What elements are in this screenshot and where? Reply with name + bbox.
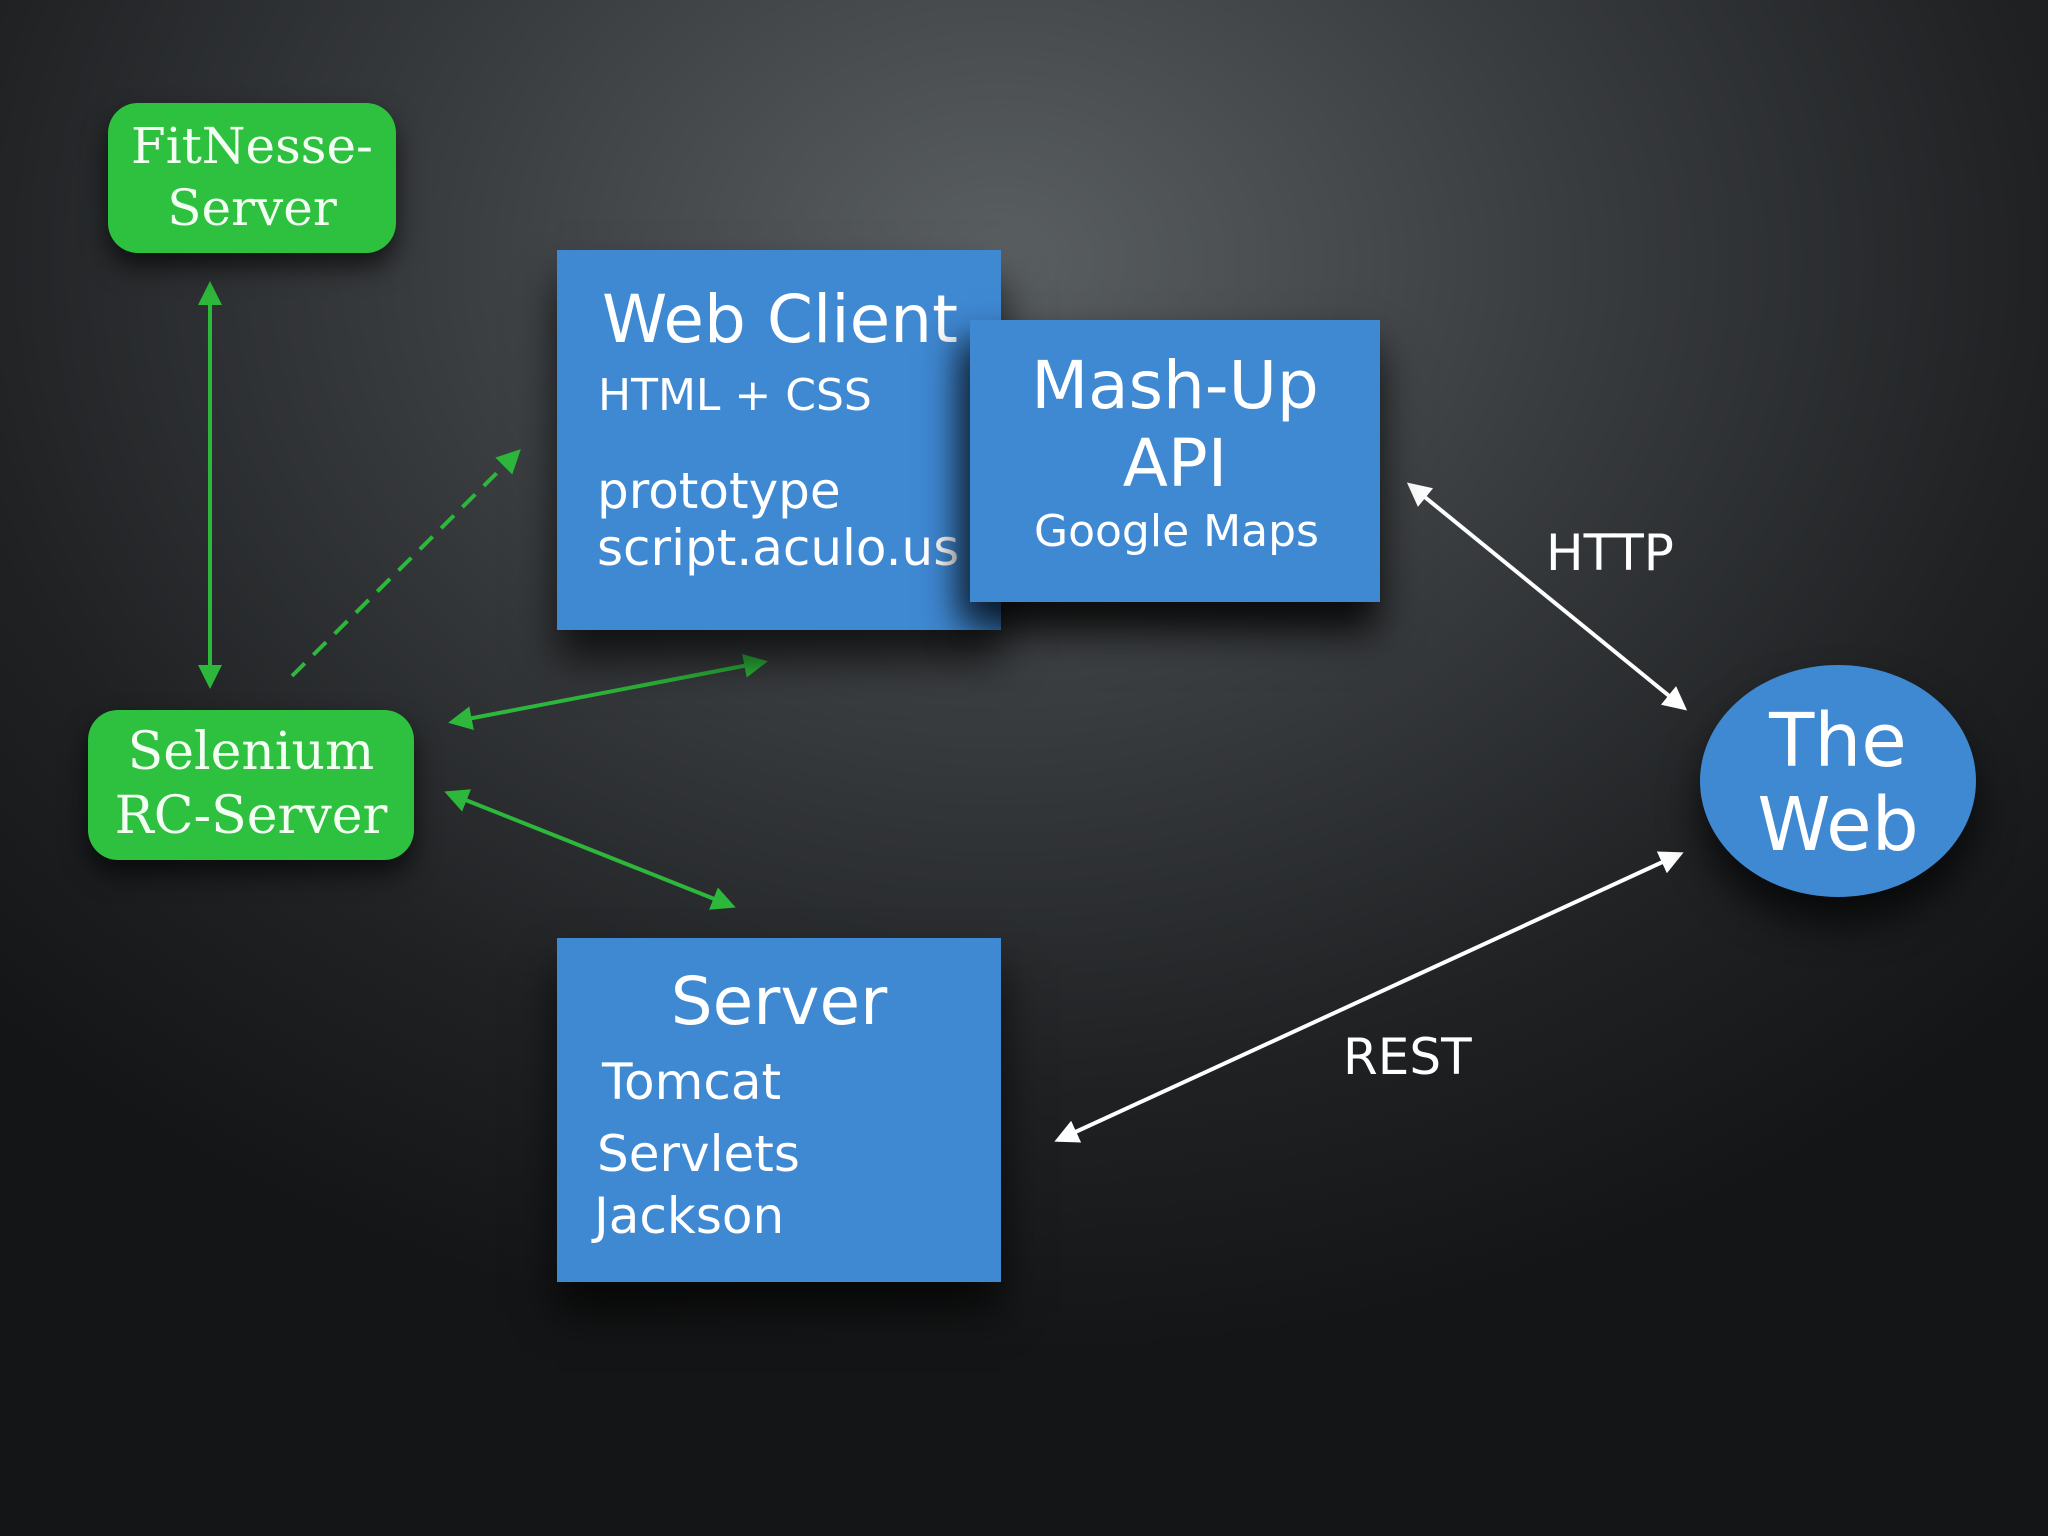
the-web-node: The Web [1700, 665, 1976, 897]
web-client-line2: prototype [597, 462, 841, 520]
fitnesse-line1: FitNesse- [131, 117, 373, 175]
mashup-title-line2: API [1122, 425, 1228, 502]
web-client-line1: HTML + CSS [598, 370, 872, 421]
fitnesse-server-node: FitNesse- Server [108, 103, 396, 253]
fitnesse-line2: Server [167, 179, 337, 237]
mashup-title-line1: Mash-Up [1031, 347, 1319, 424]
selenium-line2: RC-Server [114, 786, 388, 846]
server-line3: Jackson [594, 1187, 785, 1245]
web-client-title: Web Client [602, 281, 958, 358]
arrow-selenium-server [444, 789, 736, 910]
arrow-selenium-webclient [448, 653, 768, 731]
mashup-api-node: Mash-Up API Google Maps [970, 320, 1380, 602]
selenium-line1: Selenium [127, 722, 375, 782]
the-web-line2: Web [1757, 782, 1919, 868]
the-web-line1: The [1769, 698, 1907, 784]
rest-label: REST [1343, 1028, 1472, 1086]
arrow-selenium-webclient-dashed [290, 449, 521, 678]
mashup-subtitle: Google Maps [1034, 506, 1319, 557]
server-node: Server Tomcat Servlets Jackson [557, 938, 1001, 1282]
http-label: HTTP [1546, 524, 1674, 582]
server-line1: Tomcat [602, 1053, 782, 1111]
arrow-mashup-web-http [1406, 482, 1688, 711]
web-client-node: Web Client HTML + CSS prototype script.a… [557, 250, 1001, 630]
selenium-rc-server-node: Selenium RC-Server [88, 710, 414, 860]
arrow-server-web-rest [1054, 851, 1684, 1143]
server-line2: Servlets [597, 1125, 800, 1183]
web-client-line3: script.aculo.us [597, 519, 960, 577]
server-title: Server [670, 963, 888, 1040]
